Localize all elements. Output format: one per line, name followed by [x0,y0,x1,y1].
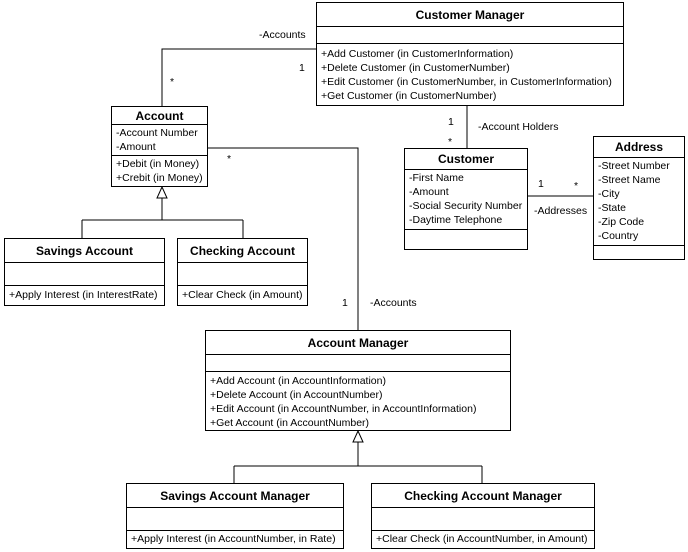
attribute: -City [598,188,620,200]
class-attributes [206,355,510,372]
operation: +Edit Customer (in CustomerNumber, in Cu… [321,76,612,88]
operation: +Add Account (in AccountInformation) [210,375,386,387]
class-operations: +Apply Interest (in AccountNumber, in Ra… [127,531,343,546]
class-account-manager[interactable]: Account Manager +Add Account (in Account… [205,330,511,431]
class-address[interactable]: Address -Street Number -Street Name -Cit… [593,136,685,260]
attribute: -Daytime Telephone [409,214,503,226]
multiplicity-cm-customers-customer: * [448,136,453,148]
role-label-cm-customers: -Account Holders [478,121,559,133]
class-operations: +Add Account (in AccountInformation) +De… [206,372,510,430]
attribute: -Zip Code [598,216,645,228]
class-operations: +Apply Interest (in InterestRate) [5,286,164,302]
operation: +Delete Customer (in CustomerNumber) [321,62,510,74]
attribute: -First Name [409,172,464,184]
operation: +Get Customer (in CustomerNumber) [321,90,497,102]
class-customer[interactable]: Customer -First Name -Amount -Social Sec… [404,148,528,250]
class-attributes: -First Name -Amount -Social Security Num… [405,170,527,230]
operation: +Add Customer (in CustomerInformation) [321,48,514,60]
attribute: -Country [598,230,639,242]
operation: +Clear Check (in AccountNumber, in Amoun… [376,533,588,545]
class-operations: +Add Customer (in CustomerInformation) +… [317,44,623,103]
class-operations: +Clear Check (in AccountNumber, in Amoun… [372,531,594,546]
generalization-arrow-account-manager [352,429,364,443]
class-customer-manager[interactable]: Customer Manager +Add Customer (in Custo… [316,2,624,106]
multiplicity-am-accounts-account: * [227,153,232,165]
class-attributes [178,263,307,286]
class-attributes [317,27,623,44]
multiplicity-cm-accounts-account: * [170,76,175,88]
class-account[interactable]: Account -Account Number -Amount +Debit (… [111,106,208,187]
class-name: Customer [405,149,527,170]
multiplicity-customer-address-address: * [574,180,579,192]
operation: +Debit (in Money) [116,158,200,170]
attribute: -Street Number [598,160,670,172]
attribute: -Street Name [598,174,661,186]
attribute: -Amount [116,141,156,153]
multiplicity-am-accounts-manager: 1 [342,297,348,309]
class-name: Account Manager [206,331,510,355]
class-checking-account-manager[interactable]: Checking Account Manager +Clear Check (i… [371,483,595,549]
operation: +Edit Account (in AccountNumber, in Acco… [210,403,477,415]
class-operations: +Debit (in Money) +Crebit (in Money) [112,156,207,185]
association-am-account [208,147,359,330]
operation: +Clear Check (in Amount) [182,289,303,301]
operation: +Apply Interest (in InterestRate) [9,289,158,301]
class-name: Account [112,107,207,125]
class-name: Savings Account Manager [127,484,343,508]
attribute: -State [598,202,627,214]
class-checking-account[interactable]: Checking Account +Clear Check (in Amount… [177,238,308,306]
operation: +Crebit (in Money) [116,172,203,184]
class-name: Address [594,137,684,158]
class-savings-account[interactable]: Savings Account +Apply Interest (in Inte… [4,238,165,306]
attribute: -Amount [409,186,449,198]
role-label-am-accounts: -Accounts [370,297,417,309]
multiplicity-cm-accounts-manager: 1 [299,62,305,74]
class-name: Checking Account [178,239,307,263]
class-savings-account-manager[interactable]: Savings Account Manager +Apply Interest … [126,483,344,549]
role-label-cm-accounts: -Accounts [259,29,306,41]
class-attributes [5,263,164,286]
multiplicity-cm-customers-manager: 1 [448,116,454,128]
operation: +Apply Interest (in AccountNumber, in Ra… [131,533,336,545]
class-operations [405,230,527,231]
class-operations: +Clear Check (in Amount) [178,286,307,302]
class-name: Savings Account [5,239,164,263]
attribute: -Social Security Number [409,200,523,212]
class-name: Customer Manager [317,3,623,27]
generalization-arrow-account [156,185,168,199]
multiplicity-customer-address-customer: 1 [538,178,544,190]
association-cm-account [161,48,316,106]
class-name: Checking Account Manager [372,484,594,508]
class-attributes [372,508,594,531]
class-attributes [127,508,343,531]
attribute: -Account Number [116,127,198,139]
class-operations [594,246,684,247]
operation: +Delete Account (in AccountNumber) [210,389,383,401]
operation: +Get Account (in AccountNumber) [210,417,370,429]
class-attributes: -Account Number -Amount [112,125,207,156]
role-label-customer-address: -Addresses [534,205,588,217]
class-attributes: -Street Number -Street Name -City -State… [594,158,684,246]
